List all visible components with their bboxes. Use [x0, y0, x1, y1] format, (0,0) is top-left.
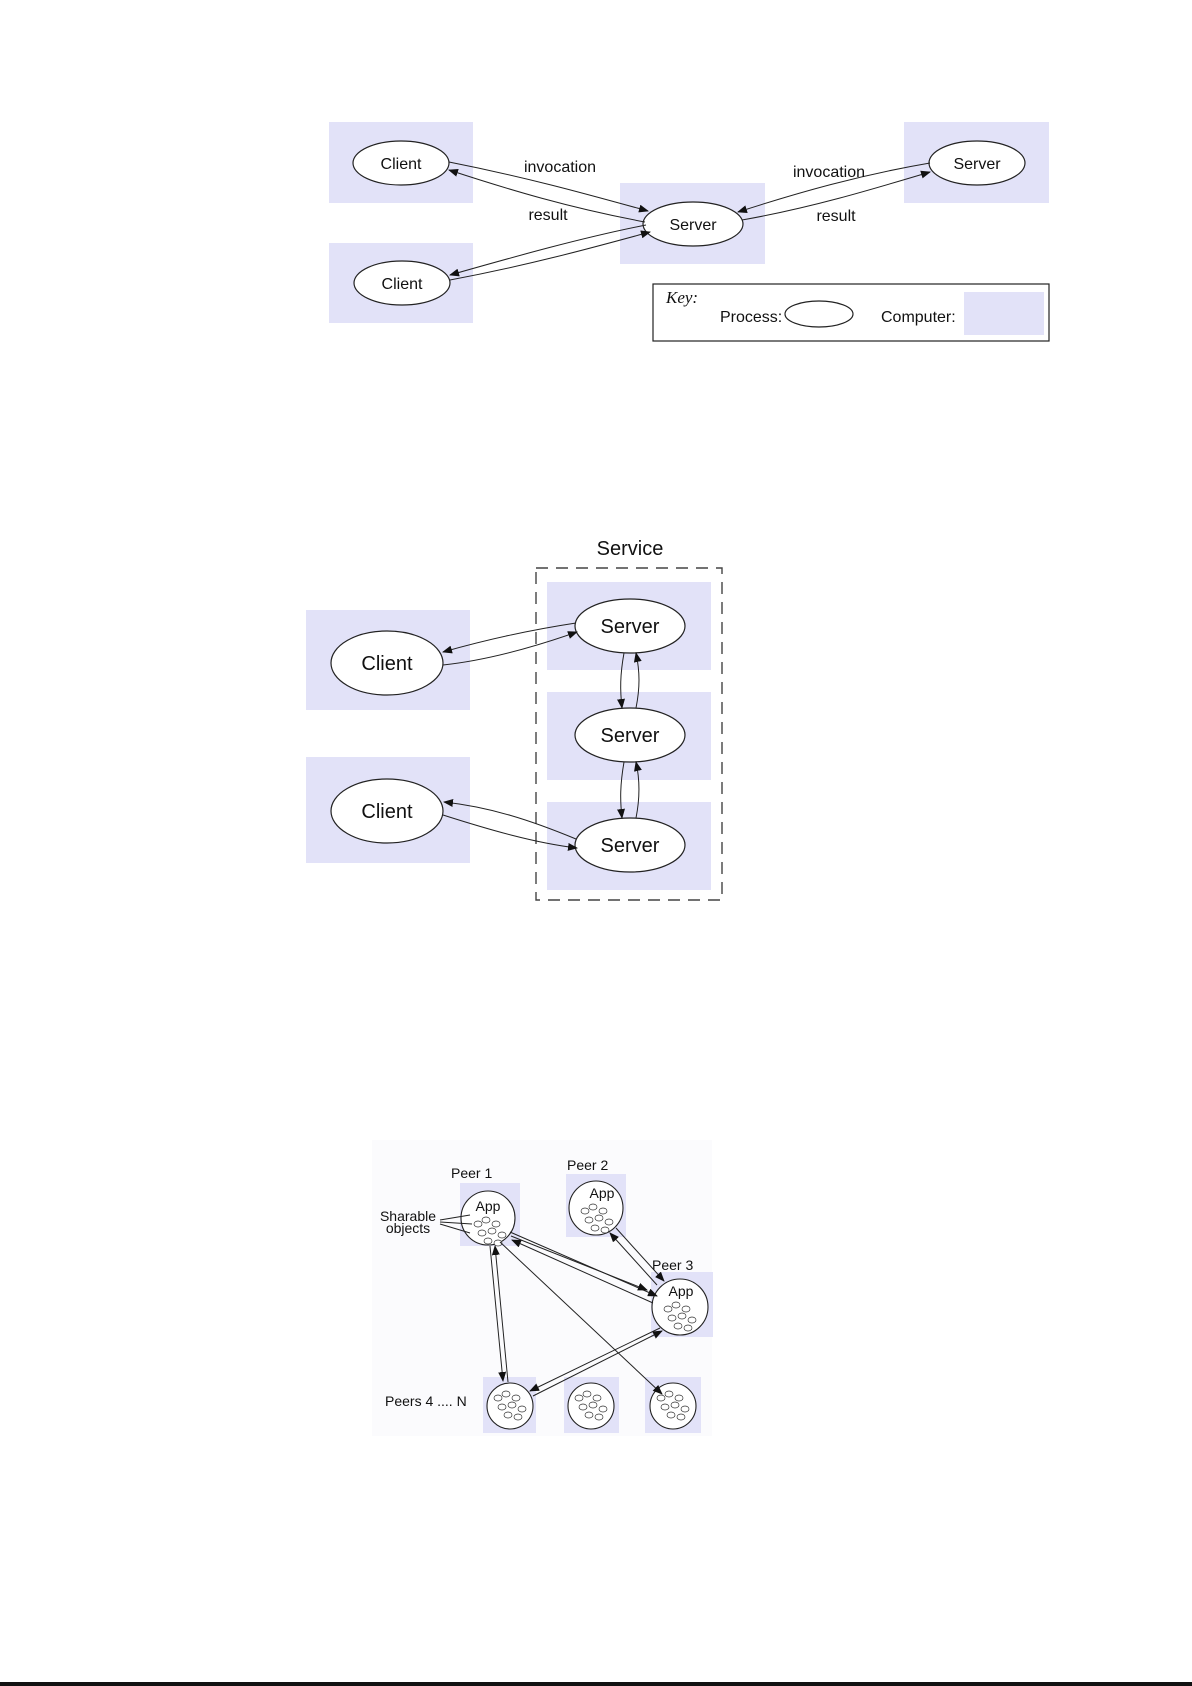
client-1-label: Client	[381, 156, 422, 173]
peer-2-label: Peer 2	[567, 1157, 608, 1173]
key-title: Key:	[665, 288, 698, 307]
invocation-label-right: invocation	[793, 164, 865, 181]
key-computer-symbol	[964, 292, 1044, 335]
peer-2-app-label: App	[590, 1185, 615, 1201]
sharable-label-line-2: objects	[386, 1220, 430, 1236]
result-label-right: result	[816, 208, 856, 225]
page-bottom-rule	[0, 1682, 1192, 1686]
server-a-label: Server	[601, 616, 660, 638]
peer-3-label: Peer 3	[652, 1257, 693, 1273]
server-b-label: Server	[601, 725, 660, 747]
peer-1-label: Peer 1	[451, 1165, 492, 1181]
client-2-label: Client	[382, 276, 423, 293]
result-label-left: result	[528, 207, 568, 224]
client-b-label: Client	[361, 801, 413, 823]
key-process-label: Process:	[720, 309, 782, 326]
server-center-label: Server	[669, 217, 717, 234]
client-a-label: Client	[361, 653, 413, 675]
key-box: Key: Process: Computer:	[653, 284, 1049, 341]
peer-3-app-label: App	[669, 1283, 694, 1299]
peer-1-app-label: App	[476, 1198, 501, 1214]
server-c-label: Server	[601, 835, 660, 857]
key-computer-label: Computer:	[881, 309, 956, 326]
figure-peer-to-peer: App App App Peer 1 Peer 2 Peer 3 Sharabl…	[372, 1140, 713, 1436]
figure-client-server: Client Client Server Server invocation r…	[329, 122, 1049, 341]
service-label: Service	[597, 538, 664, 560]
result-arrow-2	[450, 225, 646, 275]
key-process-symbol	[785, 301, 853, 327]
invocation-label-left: invocation	[524, 159, 596, 176]
server-right-label: Server	[953, 156, 1001, 173]
figure-service: Service Client Client Server Server Serv…	[306, 538, 722, 900]
peers-n-label: Peers 4 .... N	[385, 1393, 467, 1409]
